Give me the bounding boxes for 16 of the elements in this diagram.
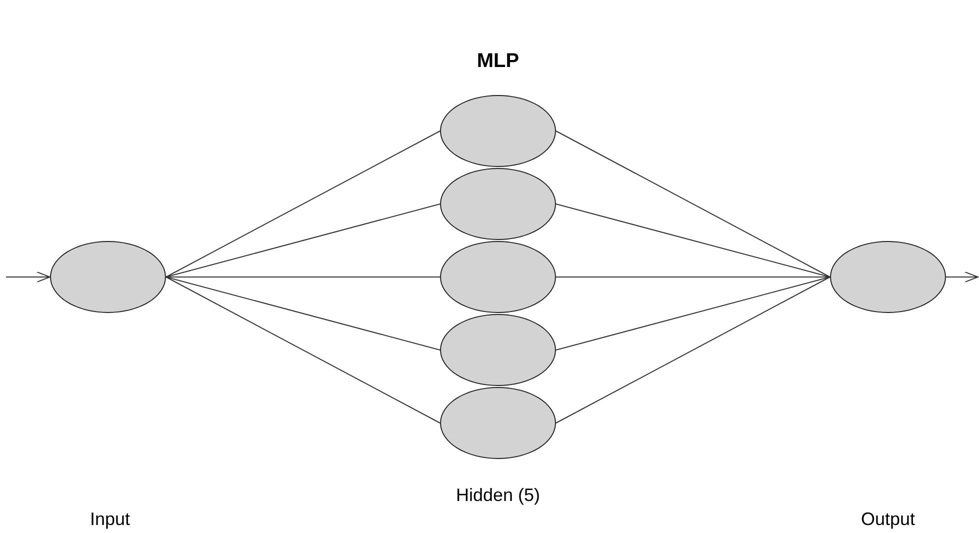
connection-line (556, 204, 830, 278)
connection-line (556, 276, 830, 424)
connection-line (166, 204, 440, 278)
connection-line (166, 276, 440, 350)
connection-line (556, 276, 830, 278)
layer-label: Input (88, 508, 132, 530)
layer-label: Hidden (5) (454, 484, 542, 506)
connection-line (166, 276, 440, 278)
diagram-title: MLP (476, 49, 520, 74)
arrow (6, 272, 50, 282)
connection-line (556, 130, 830, 278)
connection-line (166, 130, 440, 278)
arrow (946, 272, 978, 282)
layer-label: Output (860, 508, 916, 530)
connection-line (556, 276, 830, 350)
connection-line (166, 276, 440, 424)
